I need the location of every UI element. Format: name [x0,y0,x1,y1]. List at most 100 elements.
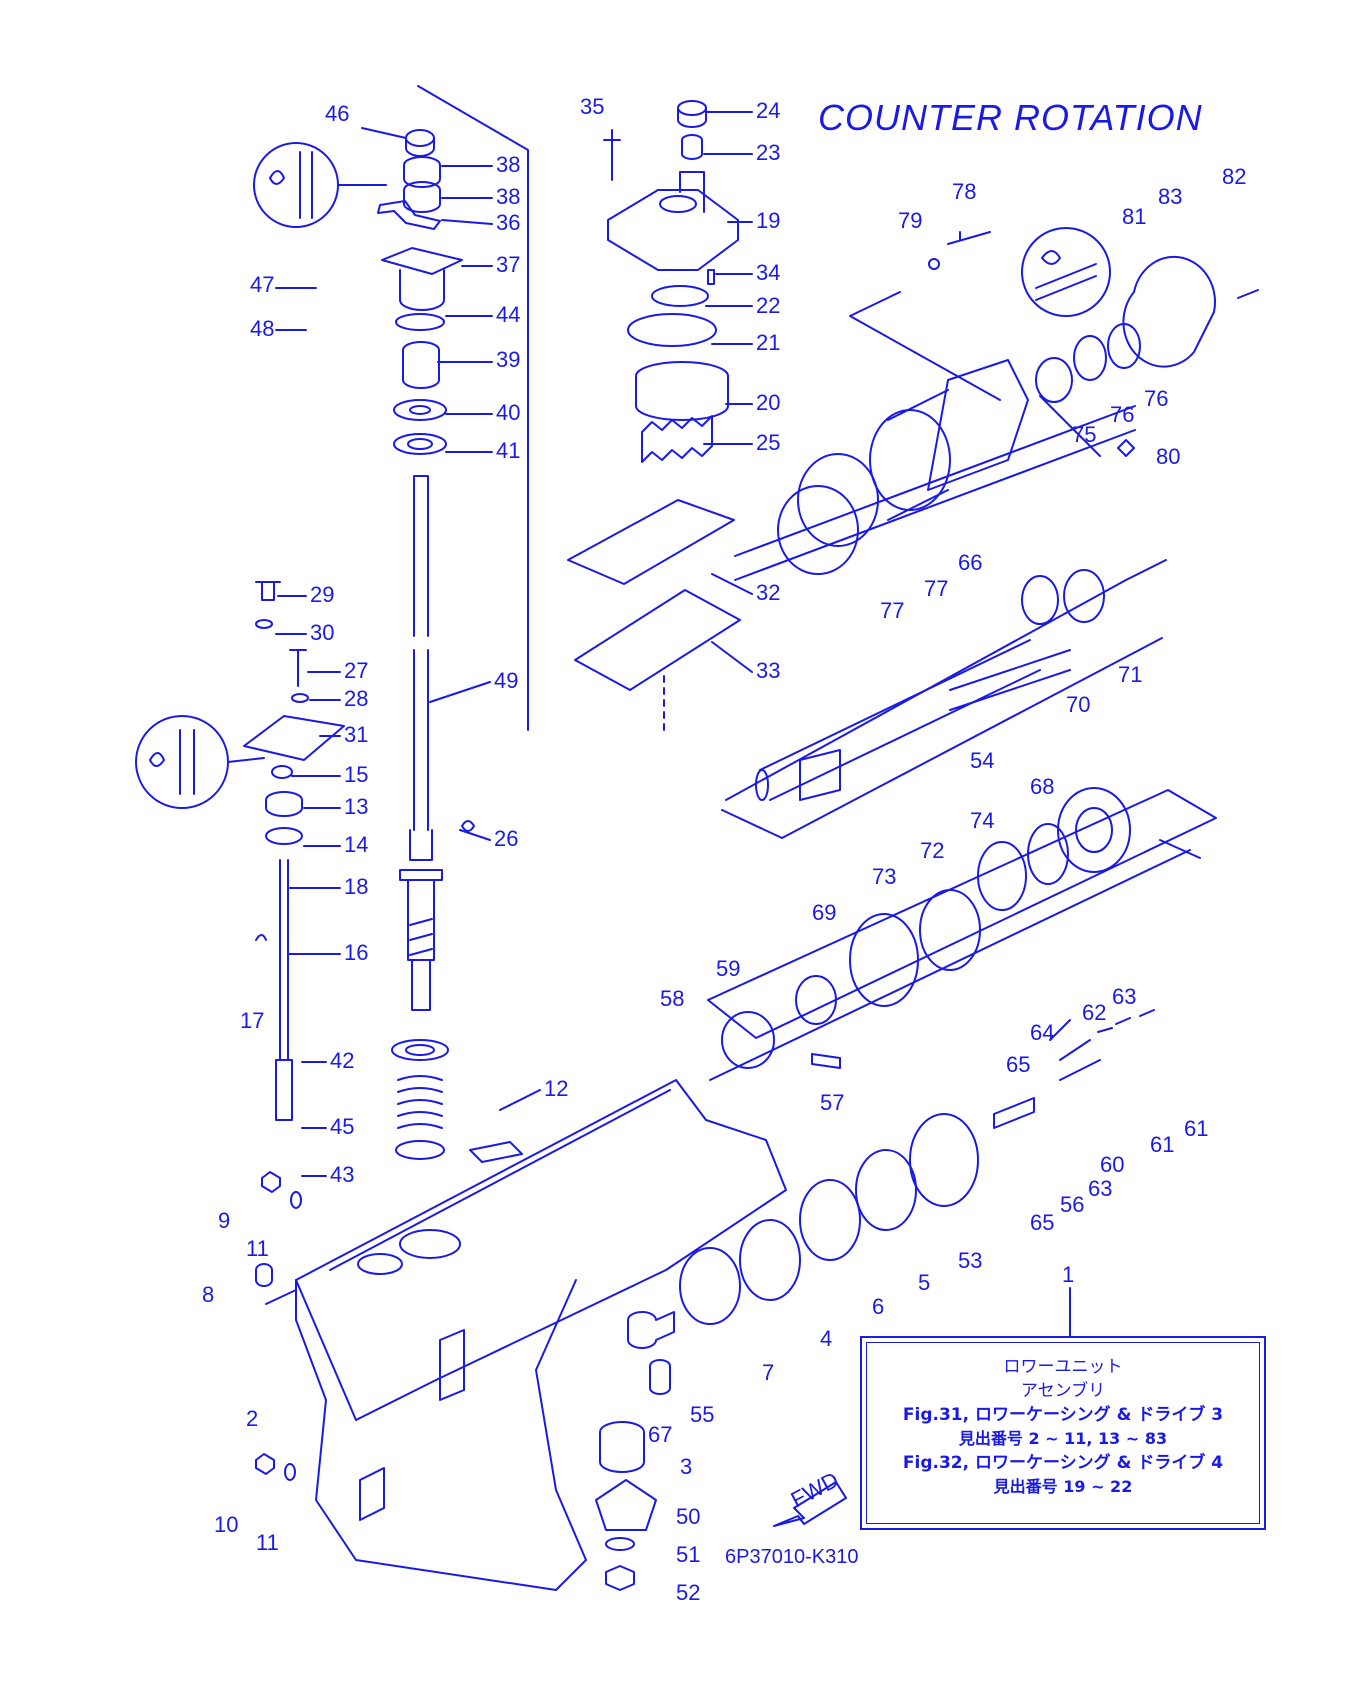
label-12: 12 [544,1076,568,1101]
label-30: 30 [310,620,334,645]
label-72: 72 [920,838,944,863]
label-51: 51 [676,1542,700,1567]
grease-icon [1021,227,1111,317]
fasteners [255,1171,302,1481]
label-66: 66 [958,550,982,575]
label-35: 35 [580,94,604,119]
label-46: 46 [325,101,349,126]
label-3: 3 [680,1454,692,1479]
label-6: 6 [872,1294,884,1319]
label-47: 47 [250,272,274,297]
info-fig1: Fig.31, ロワーケーシング & ドライブ 3 [902,1405,1224,1425]
fwd-arrow-icon: FWD [773,1467,847,1527]
info-line1: ロワーユニット [1003,1357,1123,1377]
assembly-info-box: ロワーユニット アセンブリ Fig.31, ロワーケーシング & ドライブ 3 … [860,1336,1266,1530]
label-52: 52 [676,1580,700,1605]
label-76: 76 [1144,386,1168,411]
label-63b: 63 [1088,1176,1112,1201]
drive-shaft-assembly [377,85,529,1160]
label-42: 42 [330,1048,354,1073]
label-83: 83 [1158,184,1182,209]
label-82: 82 [1222,164,1246,189]
propeller-shaft [721,405,1167,839]
label-80: 80 [1156,444,1180,469]
label-39: 39 [496,347,520,372]
label-1: 1 [1062,1262,1074,1287]
label-45: 45 [330,1114,354,1139]
info-fig1-sub: 見出番号 2 ~ 11, 13 ~ 83 [958,1429,1168,1448]
diagram-title: COUNTER ROTATION [818,97,1203,138]
shift-rod-assembly [243,581,475,1121]
label-57: 57 [820,1090,844,1115]
label-25: 25 [756,430,780,455]
label-38: 38 [496,152,520,177]
label-11b: 11 [256,1530,279,1555]
label-7: 7 [762,1360,774,1385]
leader-lines [275,111,753,1177]
label-81: 81 [1122,204,1146,229]
label-43: 43 [330,1162,354,1187]
water-pump-assembly [567,100,741,737]
label-8: 8 [202,1282,214,1307]
label-62: 62 [1082,1000,1106,1025]
part-code: 6P37010-K310 [725,1546,858,1568]
grease-icon [135,715,265,809]
label-19: 19 [756,208,780,233]
label-44: 44 [496,302,520,327]
label-78: 78 [952,179,976,204]
label-36: 36 [496,210,520,235]
propeller-shaft-housing [777,231,1259,575]
label-73: 73 [872,864,896,889]
label-75: 75 [1072,422,1096,447]
label-71: 71 [1118,662,1142,687]
label-22: 22 [756,293,780,318]
label-13: 13 [344,794,368,819]
label-32: 32 [756,580,780,605]
lower-casing [265,1079,787,1591]
label-77: 77 [924,576,948,601]
label-14: 14 [344,832,368,857]
label-65b: 65 [1030,1210,1054,1235]
gear-assembly [679,787,1217,1325]
label-54: 54 [970,748,994,773]
label-33: 33 [756,658,780,683]
label-23: 23 [756,140,780,165]
label-67: 67 [648,1422,672,1447]
label-70: 70 [1066,692,1090,717]
label-20: 20 [756,390,780,415]
label-76b: 76 [1110,402,1134,427]
label-53: 53 [958,1248,982,1273]
label-15: 15 [344,762,368,787]
part-labels: 46 38 38 36 37 47 48 44 39 40 41 35 24 2… [202,94,1246,1605]
label-68: 68 [1030,774,1054,799]
info-line2: アセンブリ [1020,1381,1106,1401]
grease-icon [253,142,387,228]
label-9: 9 [218,1208,230,1233]
label-79: 79 [898,208,922,233]
label-65: 65 [1006,1052,1030,1077]
label-74: 74 [970,808,994,833]
label-11: 11 [246,1236,269,1261]
label-77b: 77 [880,598,904,623]
label-38b: 38 [496,184,520,209]
label-34: 34 [756,260,780,285]
label-61: 61 [1184,1116,1208,1141]
label-58: 58 [660,986,684,1011]
label-24: 24 [756,98,780,123]
label-21: 21 [756,330,780,355]
label-69: 69 [812,900,836,925]
label-16: 16 [344,940,368,965]
label-2: 2 [246,1406,258,1431]
label-28: 28 [344,686,368,711]
label-26: 26 [494,826,518,851]
label-4: 4 [820,1326,832,1351]
label-5: 5 [918,1270,930,1295]
label-56: 56 [1060,1192,1084,1217]
label-49: 49 [494,668,518,693]
pinion-group [595,1311,675,1591]
label-50: 50 [676,1504,700,1529]
label-37: 37 [496,252,520,277]
label-17: 17 [240,1008,264,1033]
label-10: 10 [214,1512,238,1537]
